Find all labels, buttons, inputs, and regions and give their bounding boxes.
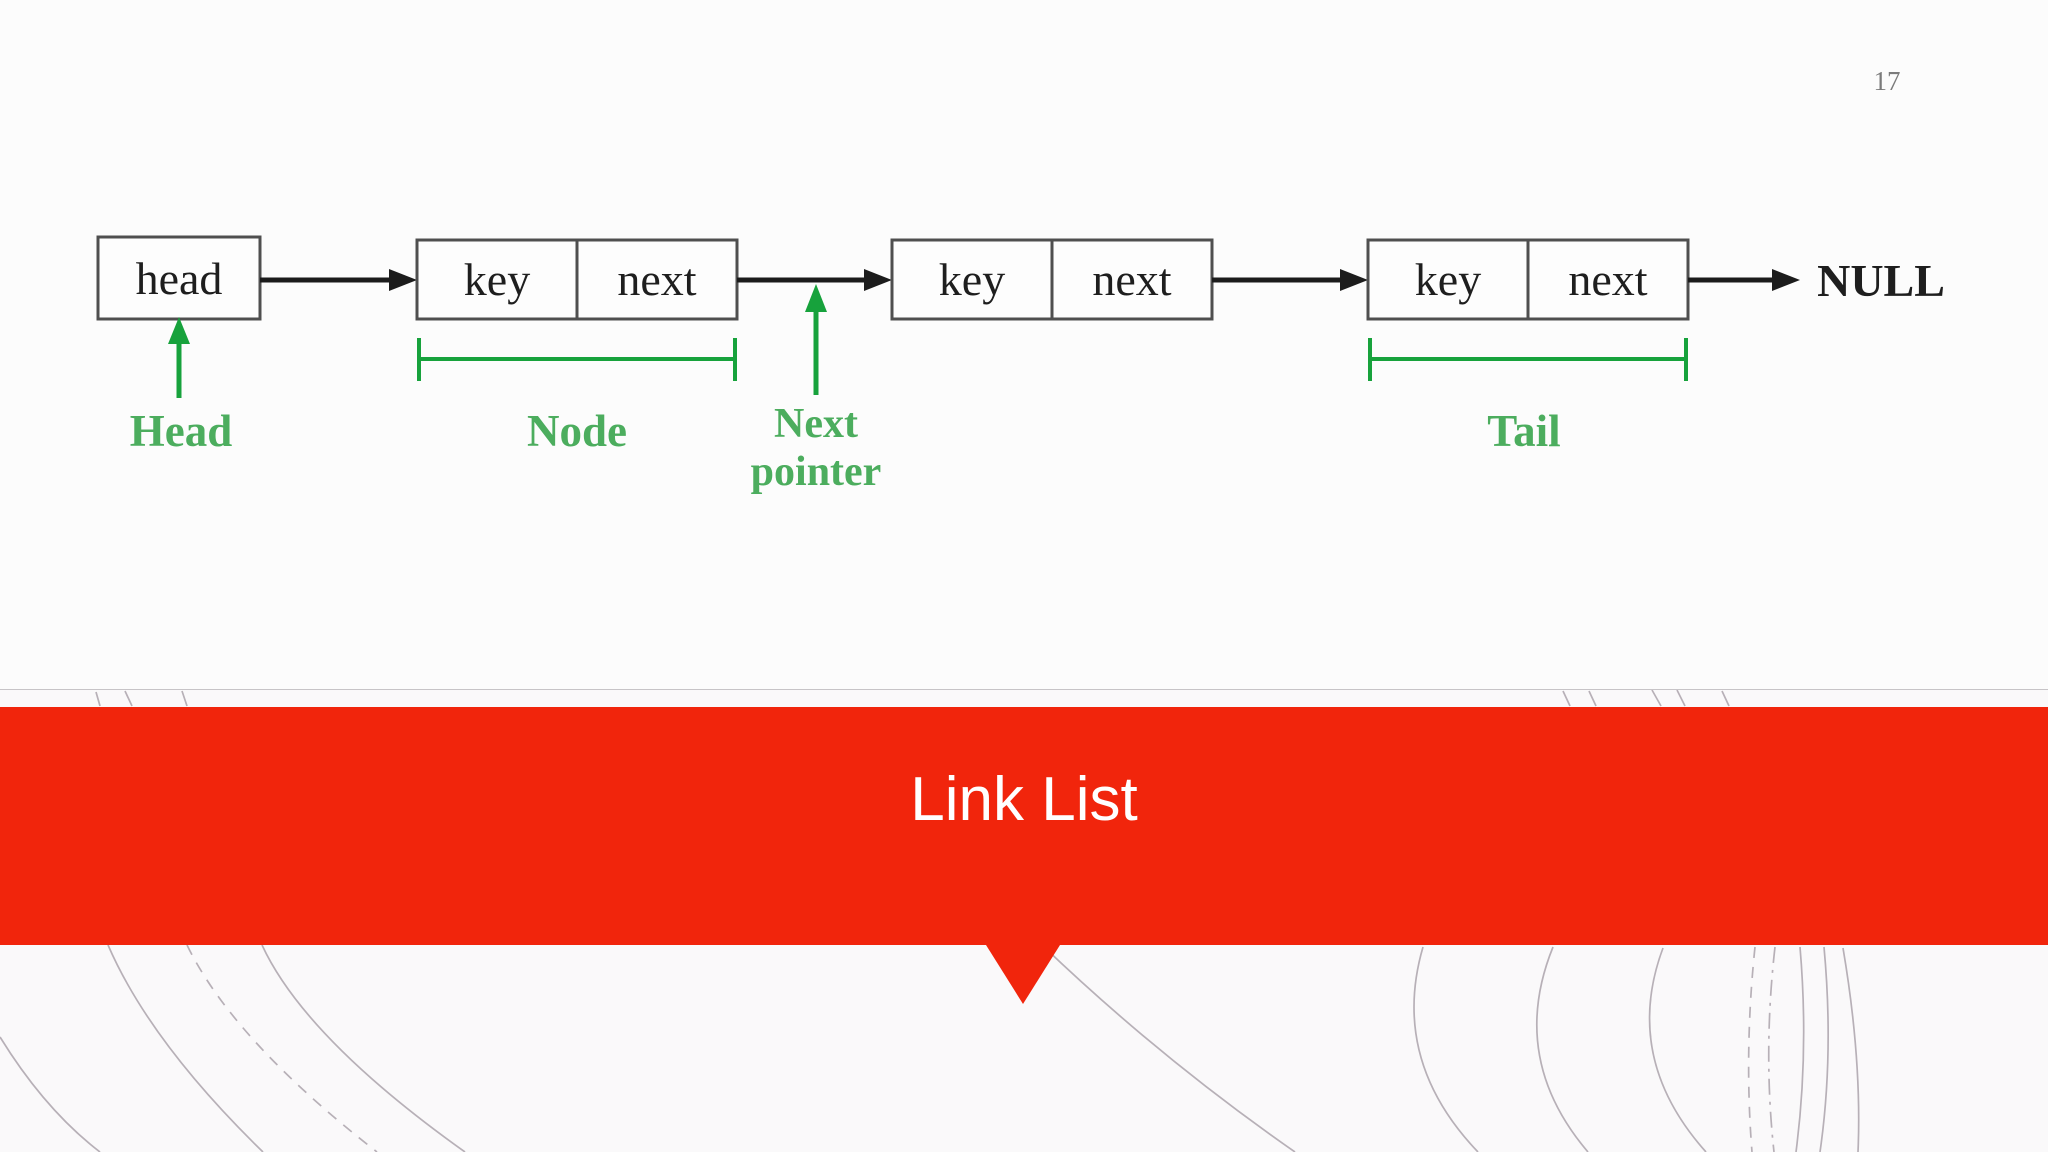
- title-band-pointer: [986, 945, 1060, 1004]
- node-1: key next: [415, 238, 739, 321]
- head-annotation-arrow: [168, 317, 190, 398]
- background-arc: [1676, 689, 1686, 707]
- background-arc: [1535, 946, 1589, 1152]
- slide-title: Link List: [910, 765, 1138, 834]
- background-arc: [186, 944, 378, 1152]
- background-arc: [0, 1036, 101, 1152]
- background-arc: [1588, 690, 1597, 707]
- diagram-panel: 17 head key next: [0, 66, 2048, 690]
- node-annotation-bracket: [417, 338, 737, 381]
- background-arc: [1562, 690, 1571, 707]
- background-arc: [1747, 946, 1756, 1152]
- head-box-label: head: [136, 253, 223, 304]
- arrow-node1-to-node2: [737, 269, 892, 291]
- node-2-key: key: [939, 254, 1005, 305]
- background-arc: [1413, 946, 1479, 1152]
- null-label: NULL: [1817, 255, 1945, 306]
- background-arc: [124, 690, 133, 707]
- node-3-key: key: [1415, 254, 1481, 305]
- background-arc: [1795, 946, 1805, 1152]
- head-annotation-label: Head: [130, 406, 233, 456]
- background-arc: [1721, 690, 1730, 707]
- background-arc: [261, 944, 466, 1152]
- arrow-head-to-node1: [260, 269, 417, 291]
- node-1-key: key: [464, 254, 530, 305]
- node-2: key next: [890, 238, 1214, 321]
- background-arc: [107, 944, 264, 1152]
- arrow-node2-to-node3: [1212, 269, 1368, 291]
- next-pointer-label-line2: pointer: [751, 449, 882, 495]
- tail-annotation-label: Tail: [1487, 406, 1560, 456]
- node-annotation-label: Node: [527, 406, 627, 456]
- node-1-next: next: [617, 254, 696, 305]
- tail-annotation-bracket: [1368, 338, 1688, 381]
- background-arc: [1041, 944, 1296, 1152]
- next-pointer-label-line1: Next: [774, 401, 858, 447]
- next-pointer-annotation-arrow: [805, 284, 827, 395]
- title-band: Link List: [0, 707, 2048, 945]
- node-2-next: next: [1092, 254, 1171, 305]
- background-arc: [181, 690, 188, 707]
- background-arc: [1648, 947, 1707, 1152]
- node-3: key next: [1366, 238, 1690, 321]
- node-3-next: next: [1568, 254, 1647, 305]
- background-arc: [1842, 947, 1860, 1152]
- background-arc: [1767, 946, 1776, 1152]
- background-arc: [1819, 946, 1830, 1152]
- background-arc: [95, 691, 101, 707]
- background-arc: [1651, 689, 1662, 707]
- arrow-node3-to-null: [1688, 269, 1800, 291]
- linked-list-diagram: 17 head key next: [96, 66, 1945, 495]
- page-number: 17: [1874, 66, 1901, 96]
